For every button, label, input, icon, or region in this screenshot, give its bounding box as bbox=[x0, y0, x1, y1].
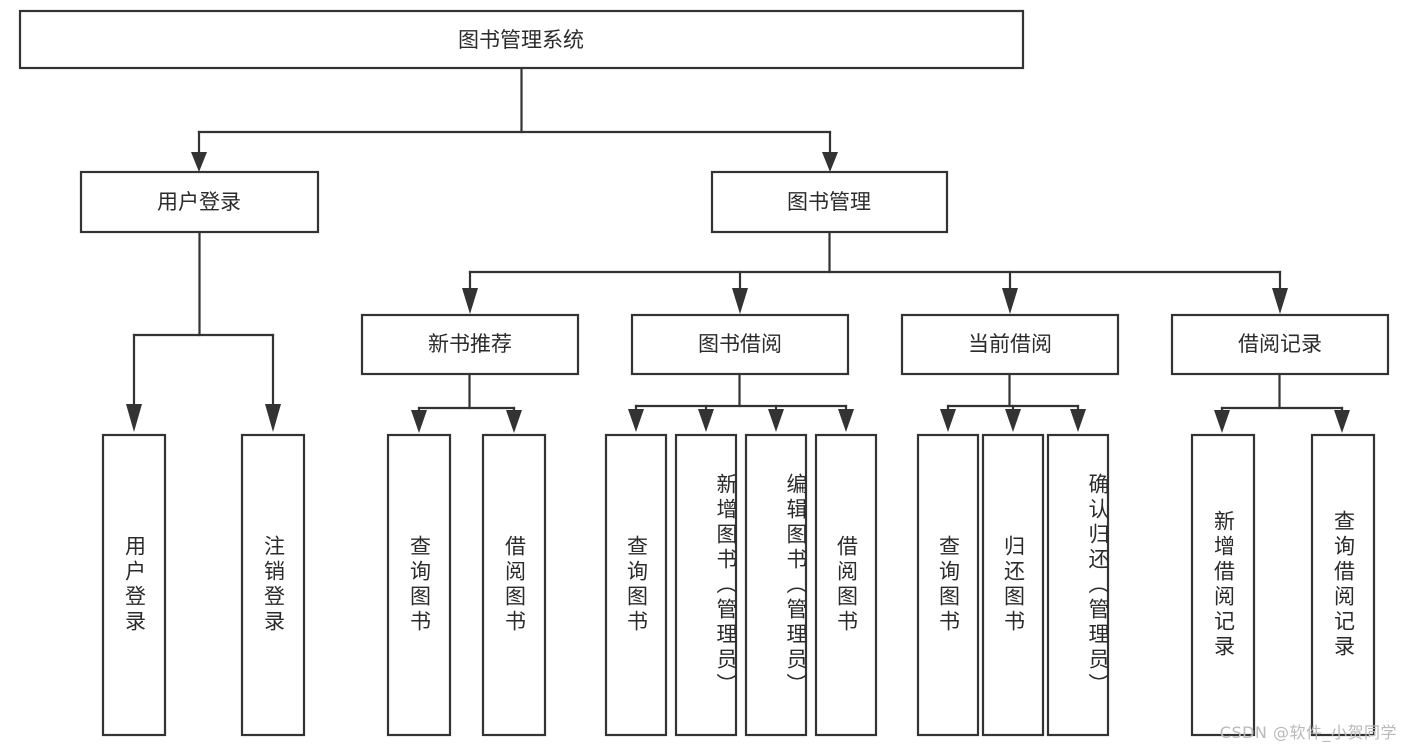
node-user-login[interactable]: 用户登录 bbox=[79, 170, 320, 234]
arrowhead-leaf-add-book bbox=[698, 409, 714, 432]
arrowhead-leaf-return-book bbox=[1005, 409, 1021, 432]
arrowhead-leaf-query-book-2 bbox=[628, 409, 644, 432]
arrowhead-user-login bbox=[191, 152, 207, 172]
leaf-box-confirm-return[interactable] bbox=[1046, 433, 1110, 737]
leaf-box-add-record[interactable] bbox=[1190, 433, 1256, 737]
arrowhead-leaf-edit-book bbox=[768, 409, 784, 432]
leaf-box-user-login[interactable] bbox=[101, 433, 167, 737]
connector-layer bbox=[126, 66, 1350, 433]
arrowhead-leaf-add-record bbox=[1214, 410, 1230, 433]
leaf-box-edit-book[interactable] bbox=[744, 433, 808, 737]
node-borrow-record-box[interactable] bbox=[1170, 313, 1390, 376]
leaf-box-return-book[interactable] bbox=[981, 433, 1045, 737]
node-user-login-label: 用户登录 bbox=[157, 190, 241, 214]
arrowhead-book-borrow bbox=[732, 288, 748, 314]
node-user-login-box[interactable] bbox=[79, 170, 320, 234]
leaf-box-layer bbox=[101, 433, 1376, 737]
arrowhead-borrow-record bbox=[1272, 288, 1288, 314]
node-new-book-recommend[interactable]: 新书推荐 bbox=[360, 313, 580, 376]
leaf-box-borrow-book-1[interactable] bbox=[481, 433, 547, 737]
leaf-box-add-book[interactable] bbox=[674, 433, 738, 737]
node-book-management[interactable]: 图书管理 bbox=[710, 170, 949, 234]
node-borrow-record[interactable]: 借阅记录 bbox=[1170, 313, 1390, 376]
leaf-box-query-book-2[interactable] bbox=[604, 433, 668, 737]
arrowhead-leaf-query-book-3 bbox=[940, 409, 956, 432]
leaf-box-logout[interactable] bbox=[240, 433, 306, 737]
arrowhead-new-book-rec bbox=[462, 288, 478, 314]
node-book-management-label: 图书管理 bbox=[787, 190, 871, 214]
arrowhead-leaf-borrow-book-1 bbox=[506, 410, 522, 433]
leaf-box-query-record[interactable] bbox=[1310, 433, 1376, 737]
arrowhead-leaf-confirm-return bbox=[1070, 409, 1086, 432]
node-new-book-recommend-label: 新书推荐 bbox=[428, 332, 512, 356]
node-root[interactable]: 图书管理系统 bbox=[18, 9, 1025, 70]
leaf-box-query-book-1[interactable] bbox=[386, 433, 452, 737]
node-current-borrow-label: 当前借阅 bbox=[968, 332, 1052, 356]
node-book-borrow[interactable]: 图书借阅 bbox=[630, 313, 850, 376]
leaf-box-query-book-3[interactable] bbox=[916, 433, 980, 737]
node-new-book-recommend-box[interactable] bbox=[360, 313, 580, 376]
node-root-box[interactable] bbox=[18, 9, 1025, 70]
node-borrow-record-label: 借阅记录 bbox=[1238, 332, 1322, 356]
arrowhead-book-mgmt bbox=[822, 152, 838, 172]
arrowhead-current-borrow bbox=[1002, 288, 1018, 314]
node-book-borrow-label: 图书借阅 bbox=[698, 332, 782, 356]
node-root-label: 图书管理系统 bbox=[458, 28, 584, 52]
node-current-borrow-box[interactable] bbox=[900, 313, 1120, 376]
arrowhead-leaf-user-login bbox=[126, 404, 142, 432]
leaf-box-borrow-book-2[interactable] bbox=[814, 433, 878, 737]
arrowhead-leaf-query-record bbox=[1334, 410, 1350, 433]
node-book-borrow-box[interactable] bbox=[630, 313, 850, 376]
arrowhead-leaf-query-book-1 bbox=[411, 410, 427, 433]
node-current-borrow[interactable]: 当前借阅 bbox=[900, 313, 1120, 376]
arrowhead-leaf-logout bbox=[265, 404, 281, 432]
node-book-management-box[interactable] bbox=[710, 170, 949, 234]
watermark-text: CSDN @软件_小贺同学 bbox=[1219, 723, 1397, 742]
arrowhead-leaf-borrow-book-2 bbox=[838, 409, 854, 432]
